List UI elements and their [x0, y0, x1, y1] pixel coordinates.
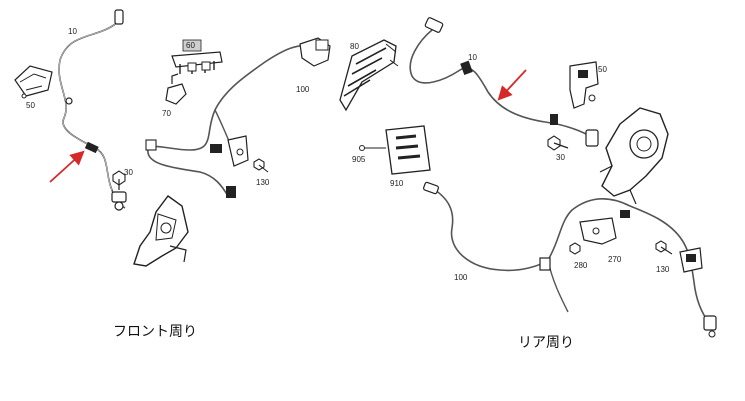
- front-callout-70: 70: [162, 109, 171, 118]
- rear-section: 80 10 50 905 910 30 100 280 270 130: [339, 17, 717, 338]
- front-callout-60: 60: [186, 41, 195, 50]
- rear-callout-905: 905: [352, 155, 366, 164]
- front-bolt-30: [112, 170, 126, 190]
- rear-bolt-30: [547, 135, 569, 151]
- rear-harness-100: [431, 187, 711, 325]
- front-callout-50: 50: [26, 101, 35, 110]
- rear-indicator-arrow: [497, 69, 527, 101]
- rear-callout-270: 270: [608, 255, 622, 264]
- front-indicator-arrow: [49, 150, 85, 183]
- rear-callout-80: 80: [350, 42, 359, 51]
- rear-bracket-50: [569, 61, 599, 109]
- rear-callout-910: 910: [390, 179, 404, 188]
- front-clip-70: [165, 73, 187, 105]
- rear-callout-50: 50: [598, 65, 607, 74]
- rear-bolt-130: [655, 240, 673, 255]
- front-callout-10: 10: [68, 27, 77, 36]
- rear-bolt-280: [569, 242, 581, 255]
- cable-grommet: [84, 141, 99, 154]
- rear-harness-plug: [423, 181, 439, 195]
- rear-sensor-head: [585, 129, 599, 147]
- front-harness-100: [147, 44, 319, 197]
- front-section: 10 50 30 60 70 100 130: [14, 9, 331, 267]
- front-callout-30: 30: [124, 168, 133, 177]
- rear-harness-branch: [547, 259, 569, 313]
- rear-callout-280: 280: [574, 261, 588, 270]
- rear-section-label: リア周り: [518, 335, 574, 351]
- front-harness-connector: [299, 37, 331, 67]
- front-callout-130: 130: [256, 178, 270, 187]
- front-bracket-50: [14, 65, 53, 99]
- rear-wheel-carrier: [599, 107, 669, 205]
- rear-cable-plug: [424, 17, 444, 33]
- front-bracket: [227, 135, 249, 167]
- rear-sensor-cable: [409, 29, 591, 137]
- front-bolt-130: [253, 158, 269, 173]
- rear-connector-910: [385, 125, 431, 175]
- front-section-label: フロント周り: [113, 324, 197, 340]
- front-callout-100: 100: [296, 85, 310, 94]
- rear-callout-100: 100: [454, 273, 468, 282]
- cable-plug: [114, 9, 124, 25]
- rear-clip-connector: [679, 247, 703, 273]
- rear-control-unit-80: [339, 39, 399, 112]
- rear-connector-905: [359, 145, 386, 151]
- front-steering-knuckle: [133, 195, 189, 267]
- cable-clip: [65, 97, 73, 105]
- connector-strip-60: [171, 39, 223, 74]
- rear-end-sensor: [703, 315, 717, 338]
- rear-callout-30: 30: [556, 153, 565, 162]
- rear-callout-10: 10: [468, 53, 477, 62]
- rear-cable-grommet: [460, 60, 473, 76]
- rear-bracket-270: [579, 217, 617, 245]
- rear-callout-130: 130: [656, 265, 670, 274]
- front-wheel-sensor: [111, 191, 127, 211]
